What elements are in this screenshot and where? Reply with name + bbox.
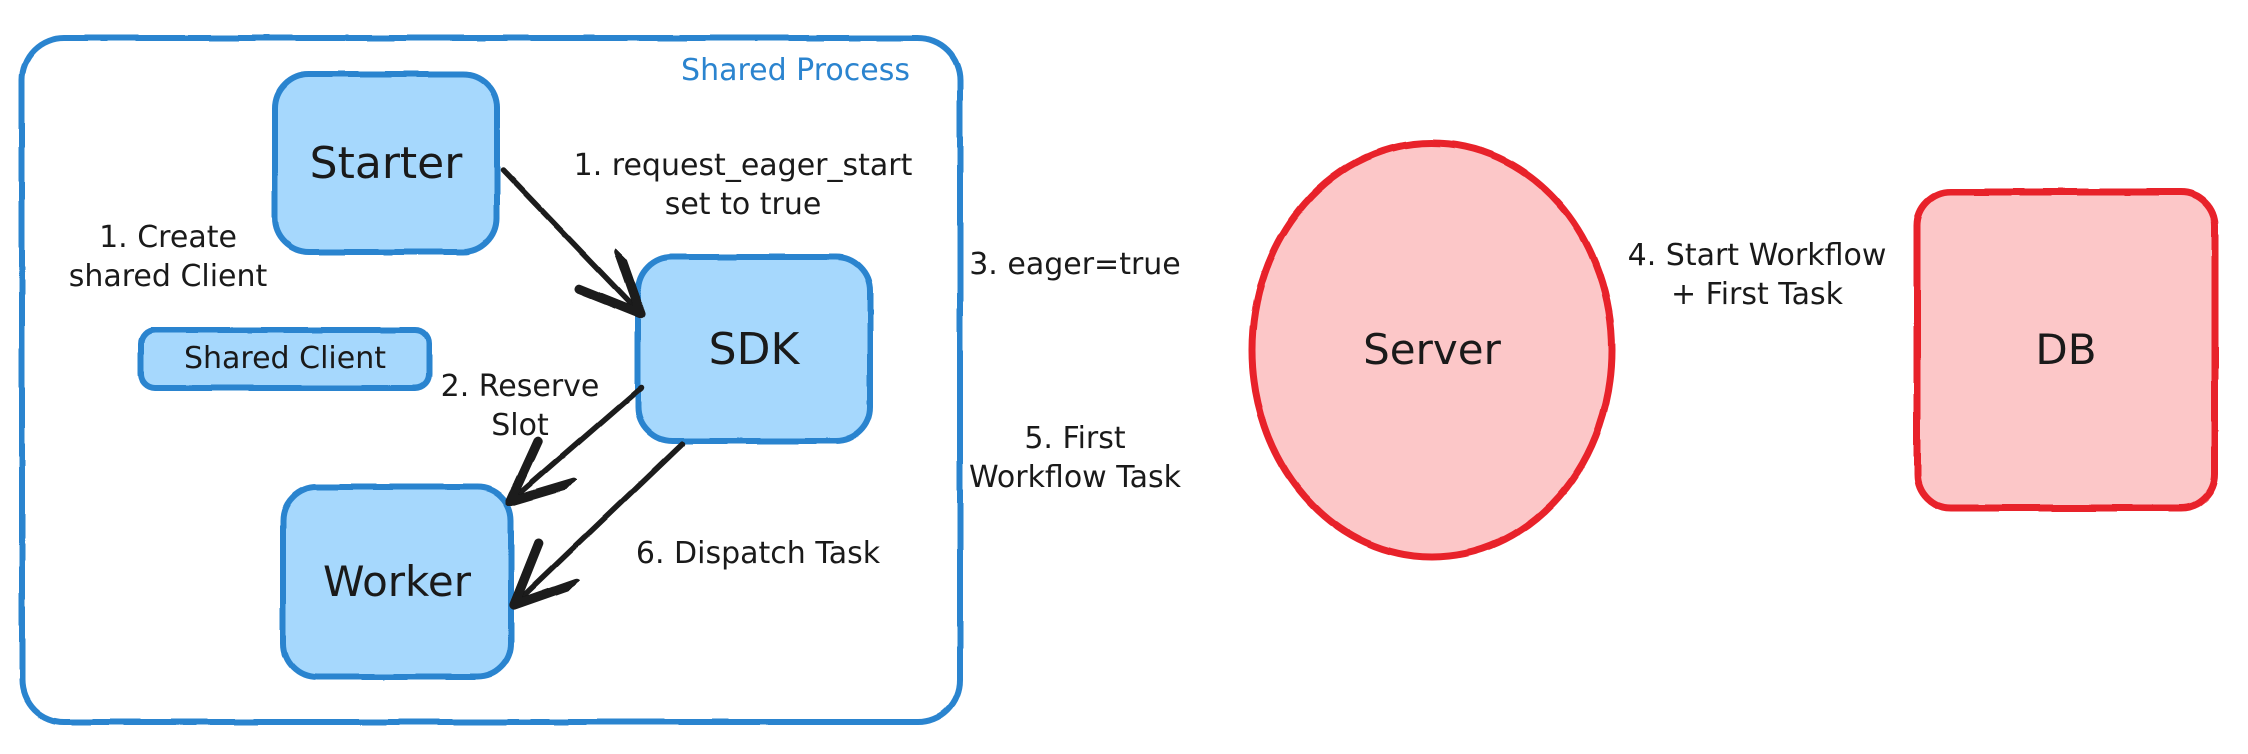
shared-process-container: [19, 35, 963, 725]
edge-reserve-slot: [512, 384, 645, 500]
node-db-shape[interactable]: [1913, 188, 2219, 512]
node-shared-client-shape[interactable]: [138, 327, 432, 391]
edge-request-eager-start: [500, 167, 639, 312]
group-title-shared-process: Shared Process: [681, 53, 910, 88]
node-sdk-shape[interactable]: [635, 254, 873, 444]
node-worker-shape[interactable]: [280, 484, 514, 680]
node-server-shape[interactable]: [1248, 139, 1616, 561]
node-starter-shape[interactable]: [272, 71, 500, 255]
edge-dispatch-task: [516, 441, 685, 603]
